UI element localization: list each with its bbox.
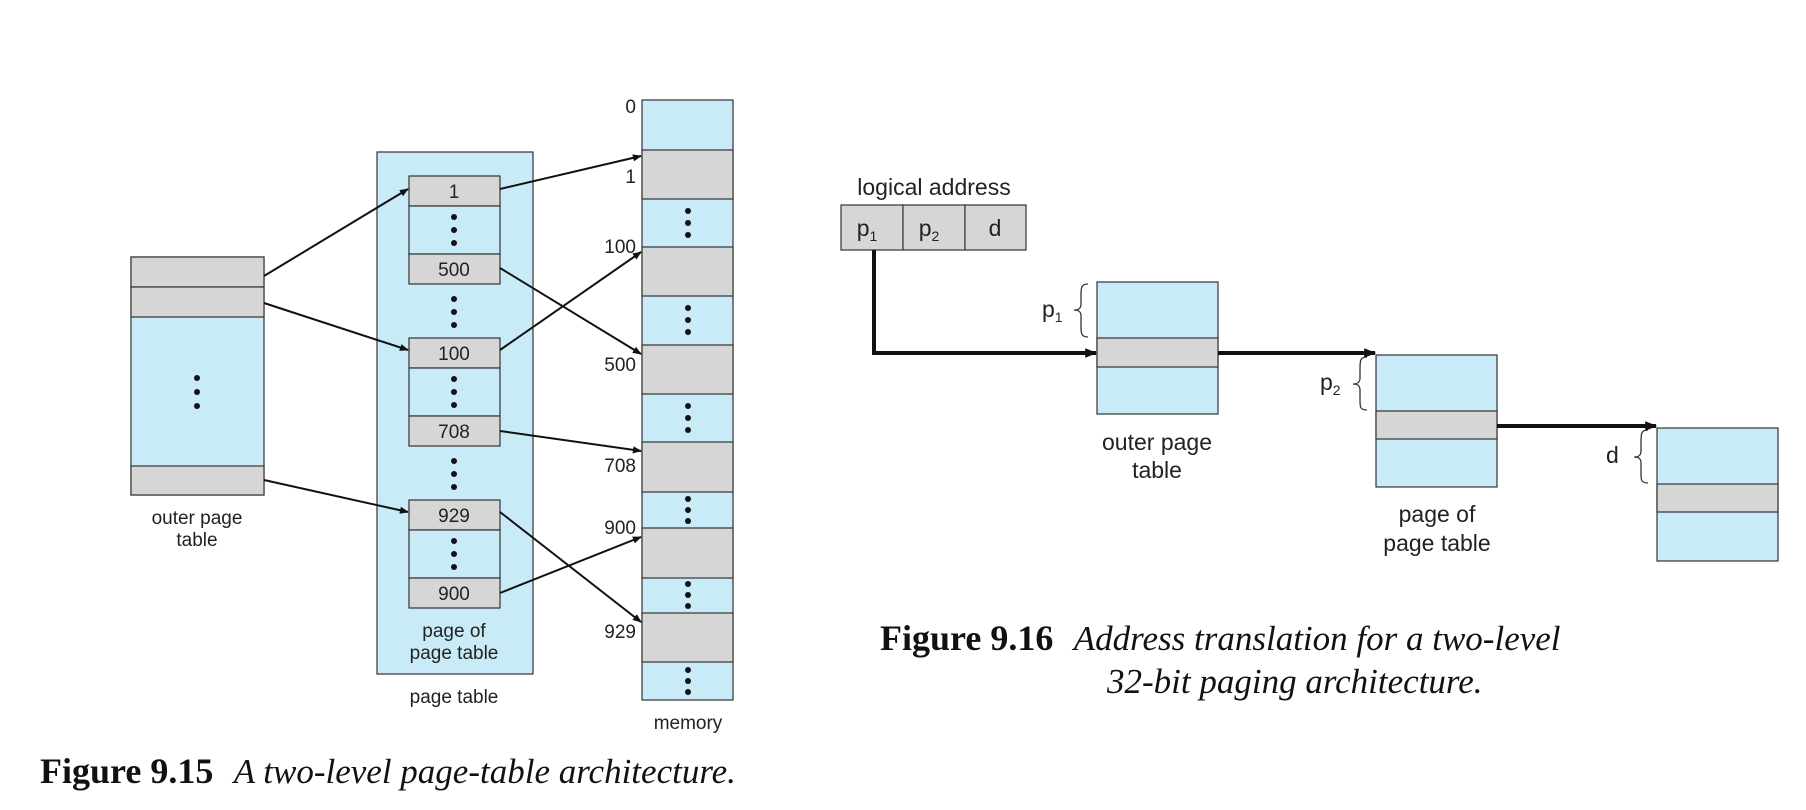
memory-label: memory (654, 713, 723, 734)
figure-9-15: outer page table 1 500 100 (40, 97, 736, 791)
svg-text:p2: p2 (919, 215, 940, 244)
svg-text:p1: p1 (1042, 296, 1063, 325)
memory-address-708: 708 (604, 456, 636, 477)
ellipsis-dots (451, 214, 457, 570)
outer-page-table (130, 256, 265, 496)
field-d-text: d (989, 215, 1002, 241)
arrow-708-to-mem-708 (499, 430, 642, 454)
ellipsis-dots (685, 208, 691, 695)
memory-frame-1 (641, 149, 734, 200)
memory-frame-100 (641, 246, 734, 297)
page-of-page-table-16-label-2: page table (1383, 530, 1490, 556)
brace-d-text: d (1606, 442, 1619, 468)
logical-address: p1 p2 d (840, 204, 1027, 251)
outer-entry-selected (1096, 337, 1219, 368)
page-of-page-table-label-2: page table (410, 643, 499, 664)
memory-address-900: 900 (604, 518, 636, 539)
memory-address-0: 0 (625, 97, 636, 118)
brace-p2 (1352, 356, 1368, 411)
page-table-label: page table (410, 687, 499, 708)
caption-number: Figure 9.15 (40, 751, 213, 791)
memory-frame-900 (641, 527, 734, 579)
outer-entry-2 (130, 286, 265, 318)
field-p1-sub: 1 (870, 228, 878, 244)
caption-16-text-1: Address translation for a two-level (1072, 619, 1561, 658)
entry-1: 1 (449, 182, 460, 203)
figure-9-16: logical address p1 p2 d outer page table… (840, 174, 1779, 701)
logical-address-label: logical address (857, 174, 1010, 200)
outer-page-table-16 (1096, 281, 1219, 415)
outer-entry-last (130, 465, 265, 496)
page-of-page-table-16-label-1: page of (1399, 501, 1476, 527)
entry-100: 100 (438, 344, 470, 365)
arrow-929-to-mem-929 (499, 511, 642, 623)
field-d (964, 204, 1027, 251)
brace-p1 (1073, 283, 1089, 338)
arrow-outer-to-100 (263, 302, 409, 351)
field-p2-text: p (919, 215, 932, 241)
field-p1-text: p (857, 215, 870, 241)
memory-address-100: 100 (604, 237, 636, 258)
outer-page-table-16-label-1: outer page (1102, 429, 1212, 455)
entry-900: 900 (438, 584, 470, 605)
outer-page-table-label-1: outer page (152, 508, 243, 529)
arrow-outer-to-929 (263, 479, 409, 514)
arrow-900-to-mem-900 (499, 536, 642, 594)
entry-708: 708 (438, 422, 470, 443)
brace-p2-text: p (1320, 369, 1333, 395)
svg-text:p1: p1 (857, 215, 878, 244)
brace-p1-sub: 1 (1055, 309, 1063, 325)
page-of-page-table: 1 500 100 708 929 900 (408, 175, 501, 609)
pot-entry-selected (1375, 410, 1498, 440)
desired-byte (1656, 483, 1779, 513)
memory-frame-929 (641, 612, 734, 663)
caption-16-text-2: 32-bit paging architecture. (1106, 662, 1483, 701)
pointer-arrows (263, 154, 642, 623)
outer-page-table-16-label-2: table (1132, 457, 1182, 483)
arrow-outer-to-1 (263, 188, 409, 277)
translation-arrows (872, 250, 1658, 431)
outer-page-table-label-2: table (176, 530, 217, 551)
caption-text: A two-level page-table architecture. (232, 752, 736, 791)
memory-address-1: 1 (625, 167, 636, 188)
memory-frame-708 (641, 441, 734, 493)
brace-p2-sub: 2 (1333, 382, 1341, 398)
brace-p1-text: p (1042, 296, 1055, 322)
memory-address-500: 500 (604, 355, 636, 376)
page-of-page-table-label-1: page of (422, 621, 486, 642)
caption-16-number: Figure 9.16 (880, 618, 1053, 658)
arrow-1-to-mem-1 (499, 154, 642, 190)
page-of-page-table-16 (1375, 354, 1498, 488)
desired-page (1656, 427, 1779, 562)
figure-9-16-caption-line-1: Figure 9.16 Address translation for a tw… (880, 618, 1561, 658)
memory-frame-500 (641, 344, 734, 395)
memory (641, 99, 734, 701)
field-p2-sub: 2 (932, 228, 940, 244)
memory-address-929: 929 (604, 622, 636, 643)
arrow-500-to-mem-500 (499, 267, 642, 355)
ellipsis-dots (194, 375, 200, 409)
arrow-p1-to-outer (872, 250, 1098, 358)
brace-d (1633, 429, 1649, 484)
arrow-100-to-mem-100 (499, 251, 642, 351)
entry-500: 500 (438, 260, 470, 281)
entry-929: 929 (438, 506, 470, 527)
outer-entry-1 (130, 256, 265, 288)
figure-9-15-caption: Figure 9.15 A two-level page-table archi… (40, 751, 736, 791)
svg-text:p2: p2 (1320, 369, 1341, 398)
field-p2 (902, 204, 966, 251)
